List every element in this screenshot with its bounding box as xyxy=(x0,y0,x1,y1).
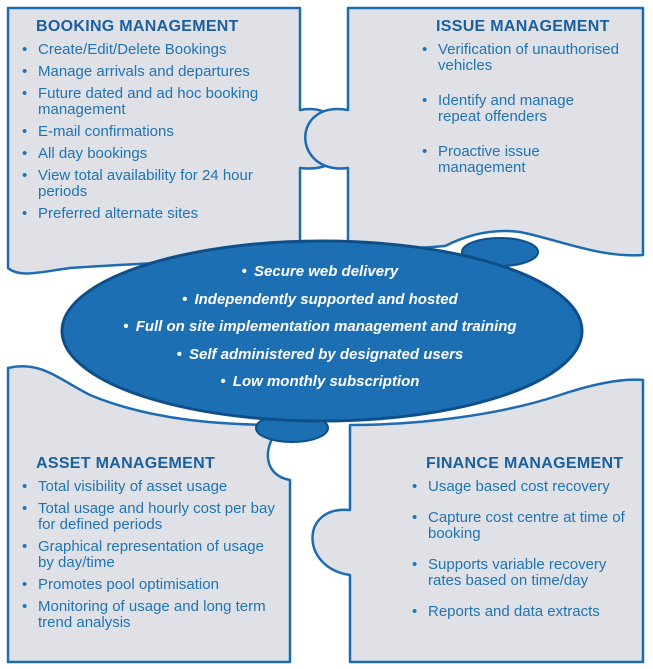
finance-list: Usage based cost recovery Capture cost c… xyxy=(410,479,640,621)
list-item: Supports variable recovery rates based o… xyxy=(410,557,640,589)
feature-text: Self administered by designated users xyxy=(189,345,464,363)
list-item: Proactive issue management xyxy=(420,144,620,176)
issue-management-panel: ISSUE MANAGEMENT Verification of unautho… xyxy=(420,18,620,195)
booking-title: BOOKING MANAGEMENT xyxy=(36,18,239,35)
list-item: •Secure web delivery xyxy=(241,263,399,280)
core-features-panel: •Secure web delivery •Independently supp… xyxy=(70,258,570,408)
issue-list: Verification of unauthorised vehicles Id… xyxy=(420,42,620,176)
feature-text: Secure web delivery xyxy=(254,263,399,280)
list-item: All day bookings xyxy=(20,146,265,163)
list-item: •Full on site implementation management … xyxy=(123,318,517,335)
list-item: Monitoring of usage and long term trend … xyxy=(20,599,280,631)
list-item: View total availability for 24 hour peri… xyxy=(20,168,265,200)
feature-text: Low monthly subscription xyxy=(232,373,420,390)
list-item: Future dated and ad hoc booking manageme… xyxy=(20,86,265,118)
core-features-list: •Secure web delivery •Independently supp… xyxy=(70,258,570,396)
issue-title: ISSUE MANAGEMENT xyxy=(436,18,610,35)
feature-text: Independently supported and hosted xyxy=(194,290,458,308)
asset-management-panel: ASSET MANAGEMENT Total visibility of ass… xyxy=(20,455,280,637)
list-item: Total visibility of asset usage xyxy=(20,479,280,496)
list-item: Preferred alternate sites xyxy=(20,206,265,223)
list-item: Verification of unauthorised vehicles xyxy=(420,42,620,74)
finance-management-panel: FINANCE MANAGEMENT Usage based cost reco… xyxy=(410,455,640,635)
center-ellipse xyxy=(60,239,584,423)
asset-list: Total visibility of asset usage Total us… xyxy=(20,479,280,631)
finance-title: FINANCE MANAGEMENT xyxy=(426,455,624,472)
list-item: •Low monthly subscription xyxy=(220,373,420,390)
list-item: Total usage and hourly cost per bay for … xyxy=(20,501,280,533)
list-item: Capture cost centre at time of booking xyxy=(410,510,640,542)
list-item: Create/Edit/Delete Bookings xyxy=(20,42,265,59)
list-item: •Independently supported and hosted xyxy=(182,290,458,308)
list-item: Identify and manage repeat offenders xyxy=(420,93,620,125)
list-item: Reports and data extracts xyxy=(410,604,640,621)
asset-title: ASSET MANAGEMENT xyxy=(36,455,216,472)
list-item: Graphical representation of usage by day… xyxy=(20,539,280,571)
booking-list: Create/Edit/Delete Bookings Manage arriv… xyxy=(20,42,265,223)
list-item: Manage arrivals and departures xyxy=(20,64,265,81)
booking-management-panel: BOOKING MANAGEMENT Create/Edit/Delete Bo… xyxy=(20,18,265,228)
list-item: •Self administered by designated users xyxy=(176,345,464,363)
list-item: E-mail confirmations xyxy=(20,124,265,141)
feature-text: Full on site implementation management a… xyxy=(135,318,517,335)
list-item: Usage based cost recovery xyxy=(410,479,640,496)
list-item: Promotes pool optimisation xyxy=(20,577,280,594)
